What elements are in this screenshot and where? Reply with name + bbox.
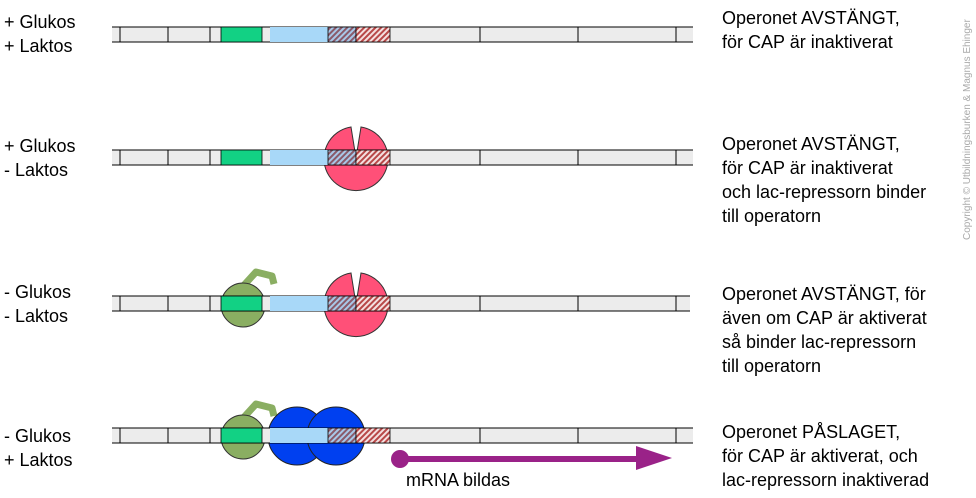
description-line: Operonet AVSTÄNGT, — [722, 8, 900, 28]
operator-overlap — [327, 149, 357, 166]
promoter — [270, 27, 328, 42]
description-line: lac-repressorn inaktiverad — [722, 470, 930, 490]
condition-line: + Laktos — [4, 450, 73, 470]
condition-line: - Laktos — [4, 306, 69, 326]
operon-row-2 — [112, 126, 693, 192]
operon-row-4 — [112, 400, 693, 466]
copyright-text: Copyright © Utbildningsburken & Magnus E… — [962, 19, 973, 240]
condition-line: + Glukos — [4, 136, 76, 156]
condition-line: + Laktos — [4, 36, 73, 56]
description-line: till operatorn — [722, 356, 822, 376]
description-line: Operonet AVSTÄNGT, — [722, 134, 900, 154]
operator — [355, 149, 391, 166]
cap-binding-site — [220, 149, 263, 166]
description-line: till operatorn — [722, 206, 822, 226]
promoter — [270, 150, 328, 165]
cap-binding-site — [220, 295, 263, 312]
description-line: Operonet AVSTÄNGT, för — [722, 284, 926, 304]
state-description: Operonet PÅSLAGET, för CAP är aktiverat, … — [722, 420, 976, 492]
condition-line: - Glukos — [4, 426, 72, 446]
condition-label: + Glukos + Laktos — [4, 10, 76, 58]
description-line: så binder lac-repressorn — [722, 332, 917, 352]
state-description: Operonet AVSTÄNGT, för CAP är inaktiverat — [722, 6, 976, 54]
operator — [355, 295, 391, 312]
operon-row-3 — [112, 268, 690, 338]
dna-strand — [112, 296, 690, 311]
cap-binding-site — [220, 26, 263, 43]
description-line: och lac-repressorn binder — [722, 182, 927, 202]
description-line: för CAP är inaktiverat — [722, 158, 893, 178]
operator-overlap — [327, 26, 357, 43]
operator-overlap — [327, 427, 357, 444]
dna-strand — [112, 27, 693, 42]
mrna-arrow-head — [636, 446, 672, 470]
condition-label: - Glukos + Laktos — [4, 424, 73, 472]
dna-strand — [112, 150, 693, 165]
operator — [355, 427, 391, 444]
condition-line: - Laktos — [4, 160, 69, 180]
mrna-label: mRNA bildas — [406, 470, 511, 490]
description-line: för CAP är aktiverat, och — [722, 446, 918, 466]
description-line: även om CAP är aktiverat — [722, 308, 927, 328]
operon-row-1 — [112, 26, 693, 43]
cap-binding-site — [220, 427, 263, 444]
description-line: för CAP är inaktiverat — [722, 32, 893, 52]
condition-line: + Glukos — [4, 12, 76, 32]
condition-line: - Glukos — [4, 282, 72, 302]
promoter — [270, 428, 328, 443]
mrna-start-dot — [391, 450, 409, 468]
dna-strand — [112, 428, 693, 443]
condition-label: + Glukos - Laktos — [4, 134, 76, 182]
state-description: Operonet AVSTÄNGT, för även om CAP är akt… — [722, 282, 976, 378]
operator-overlap — [327, 295, 357, 312]
state-description: Operonet AVSTÄNGT, för CAP är inaktiverat… — [722, 132, 976, 228]
condition-label: - Glukos - Laktos — [4, 280, 71, 328]
description-line: Operonet PÅSLAGET, — [722, 422, 901, 442]
promoter — [270, 296, 328, 311]
operator — [355, 26, 391, 43]
